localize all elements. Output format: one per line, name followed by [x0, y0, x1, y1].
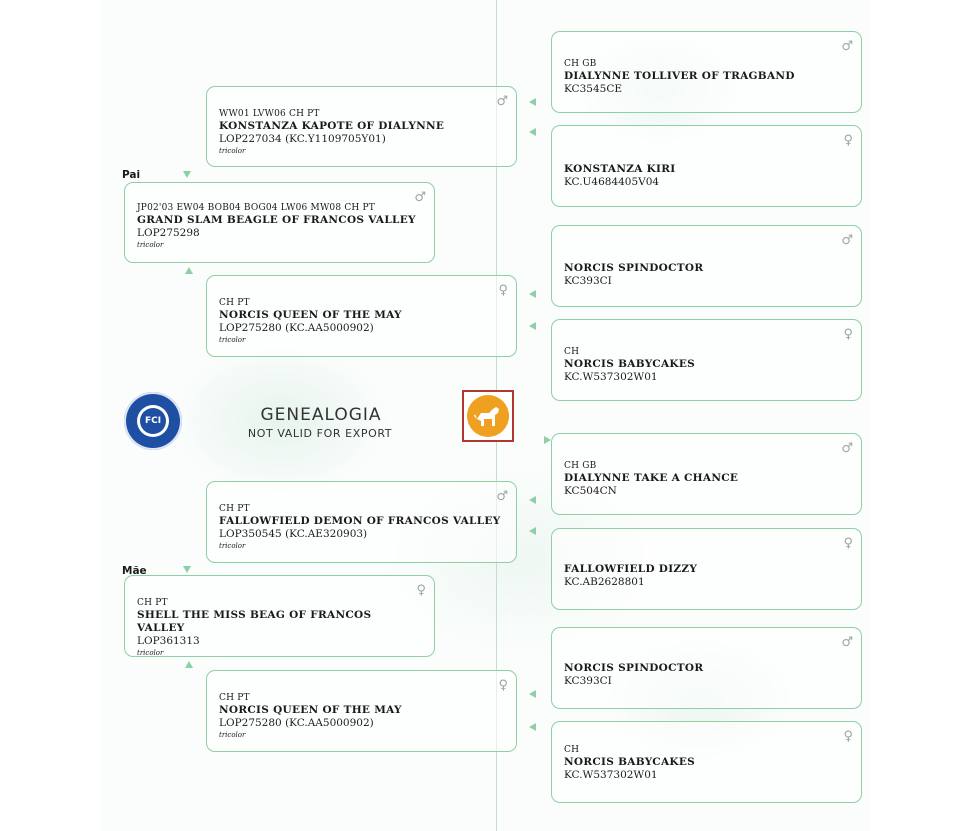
grandparent-reg: LOP350545 (KC.AE320903) — [219, 528, 368, 540]
grandparent-titles: CH PT — [219, 693, 250, 703]
grandparent-color: tricolor — [219, 731, 246, 739]
connector-arrow — [544, 436, 551, 444]
sire-titles: JP02'03 EW04 BOB04 BOG04 LW06 MW08 CH PT — [137, 203, 375, 213]
grandparent-name: NORCIS QUEEN OF THE MAY — [219, 704, 402, 716]
great-grandparent-reg: KC393CI — [564, 275, 612, 287]
grandparent-card[interactable]: ♀ CH PT NORCIS QUEEN OF THE MAY LOP27528… — [206, 275, 517, 357]
female-icon: ♀ — [843, 133, 853, 148]
female-icon: ♀ — [843, 327, 853, 342]
female-icon: ♀ — [416, 583, 426, 598]
great-grandparent-card[interactable]: ♀ FALLOWFIELD DIZZY KC.AB2628801 — [551, 528, 862, 610]
connector-arrow — [529, 723, 536, 731]
grandparent-color: tricolor — [219, 542, 246, 550]
sire-color: tricolor — [137, 241, 164, 249]
connector-arrow — [529, 322, 536, 330]
fci-logo: FCI — [124, 392, 182, 450]
great-grandparent-titles: CH — [564, 745, 580, 755]
grandparent-name: KONSTANZA KAPOTE OF DIALYNNE — [219, 120, 445, 132]
male-icon: ♂ — [841, 39, 853, 54]
great-grandparent-card[interactable]: ♂ CH GB DIALYNNE TOLLIVER OF TRAGBAND KC… — [551, 31, 862, 113]
great-grandparent-card[interactable]: ♂ NORCIS SPINDOCTOR KC393CI — [551, 627, 862, 709]
male-icon: ♂ — [496, 94, 508, 109]
great-grandparent-name: NORCIS BABYCAKES — [564, 358, 696, 370]
sire-name: GRAND SLAM BEAGLE OF FRANCOS VALLEY — [137, 214, 416, 226]
grandparent-card[interactable]: ♂ WW01 LVW06 CH PT KONSTANZA KAPOTE OF D… — [206, 86, 517, 167]
grandparent-name: FALLOWFIELD DEMON OF FRANCOS VALLEY — [219, 515, 501, 527]
connector-arrow — [529, 527, 536, 535]
great-grandparent-reg: KC.W537302W01 — [564, 371, 658, 383]
grandparent-color: tricolor — [219, 147, 246, 155]
great-grandparent-reg: KC393CI — [564, 675, 612, 687]
grandparent-titles: WW01 LVW06 CH PT — [219, 109, 320, 119]
great-grandparent-reg: KC.AB2628801 — [564, 576, 645, 588]
grandparent-titles: CH PT — [219, 298, 250, 308]
female-icon: ♀ — [843, 729, 853, 744]
male-icon: ♂ — [496, 489, 508, 504]
male-icon: ♂ — [841, 635, 853, 650]
dam-titles: CH PT — [137, 598, 168, 608]
dam-color: tricolor — [137, 649, 164, 657]
dam-name: SHELL THE MISS BEAG OF FRANCOS VALLEY — [137, 609, 372, 634]
great-grandparent-card[interactable]: ♂ CH GB DIALYNNE TAKE A CHANCE KC504CN — [551, 433, 862, 515]
sire-card[interactable]: ♂ JP02'03 EW04 BOB04 BOG04 LW06 MW08 CH … — [124, 182, 435, 263]
dam-reg: LOP361313 — [137, 635, 200, 647]
male-icon: ♂ — [841, 233, 853, 248]
connector-arrow — [529, 690, 536, 698]
great-grandparent-card[interactable]: ♀ CH NORCIS BABYCAKES KC.W537302W01 — [551, 721, 862, 803]
great-grandparent-card[interactable]: ♀ KONSTANZA KIRI KC.U4684405V04 — [551, 125, 862, 207]
fci-logo-text: FCI — [140, 408, 166, 434]
great-grandparent-name: NORCIS SPINDOCTOR — [564, 662, 704, 674]
connector-arrow — [185, 661, 193, 668]
connector-arrow — [183, 566, 191, 573]
female-icon: ♀ — [498, 283, 508, 298]
grandparent-card[interactable]: ♀ CH PT NORCIS QUEEN OF THE MAY LOP27528… — [206, 670, 517, 752]
grandparent-card[interactable]: ♂ CH PT FALLOWFIELD DEMON OF FRANCOS VAL… — [206, 481, 517, 563]
page-title: GENEALOGIA — [260, 405, 382, 425]
dam-card[interactable]: ♀ CH PT SHELL THE MISS BEAG OF FRANCOS V… — [124, 575, 435, 657]
great-grandparent-titles: CH GB — [564, 461, 597, 471]
connector-arrow — [529, 496, 536, 504]
great-grandparent-titles: CH — [564, 347, 580, 357]
great-grandparent-name: KONSTANZA KIRI — [564, 163, 676, 175]
great-grandparent-reg: KC3545CE — [564, 83, 623, 95]
connector-arrow — [529, 290, 536, 298]
great-grandparent-name: NORCIS SPINDOCTOR — [564, 262, 704, 274]
female-icon: ♀ — [498, 678, 508, 693]
great-grandparent-titles: CH GB — [564, 59, 597, 69]
grandparent-reg: LOP227034 (KC.Y1109705Y01) — [219, 133, 386, 145]
dam-label: Mãe — [122, 565, 147, 577]
great-grandparent-name: FALLOWFIELD DIZZY — [564, 563, 698, 575]
grandparent-color: tricolor — [219, 336, 246, 344]
connector-arrow — [529, 98, 536, 106]
male-icon: ♂ — [414, 190, 426, 205]
grandparent-name: NORCIS QUEEN OF THE MAY — [219, 309, 402, 321]
female-icon: ♀ — [843, 536, 853, 551]
connector-arrow — [183, 171, 191, 178]
great-grandparent-name: DIALYNNE TAKE A CHANCE — [564, 472, 739, 484]
grandparent-reg: LOP275280 (KC.AA5000902) — [219, 322, 374, 334]
breed-logo — [462, 390, 514, 442]
sire-label: Pai — [122, 169, 141, 181]
grandparent-reg: LOP275280 (KC.AA5000902) — [219, 717, 374, 729]
great-grandparent-name: DIALYNNE TOLLIVER OF TRAGBAND — [564, 70, 795, 82]
grandparent-titles: CH PT — [219, 504, 250, 514]
male-icon: ♂ — [841, 441, 853, 456]
great-grandparent-card[interactable]: ♀ CH NORCIS BABYCAKES KC.W537302W01 — [551, 319, 862, 401]
sire-reg: LOP275298 — [137, 227, 200, 239]
connector-arrow — [185, 267, 193, 274]
dog-icon — [467, 395, 509, 437]
page-subtitle: NOT VALID FOR EXPORT — [247, 427, 393, 440]
great-grandparent-card[interactable]: ♂ NORCIS SPINDOCTOR KC393CI — [551, 225, 862, 307]
great-grandparent-name: NORCIS BABYCAKES — [564, 756, 696, 768]
connector-arrow — [529, 128, 536, 136]
great-grandparent-reg: KC.W537302W01 — [564, 769, 658, 781]
great-grandparent-reg: KC504CN — [564, 485, 617, 497]
great-grandparent-reg: KC.U4684405V04 — [564, 176, 660, 188]
